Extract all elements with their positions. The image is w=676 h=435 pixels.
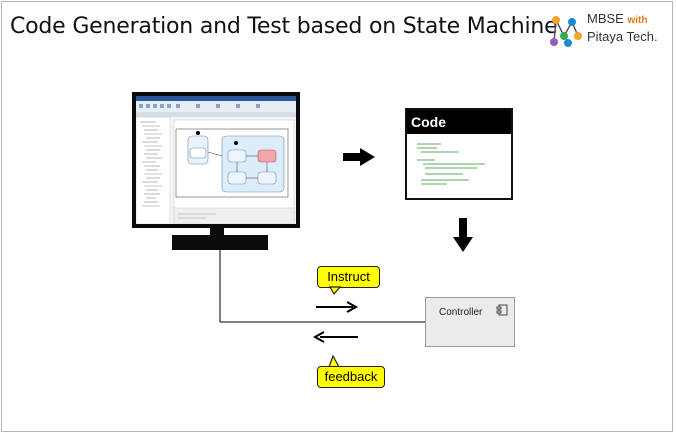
feedback-callout: feedback	[317, 366, 385, 388]
right-arrow-icon	[343, 148, 375, 166]
feedback-arrow	[312, 331, 358, 343]
code-panel-header: Code	[407, 110, 511, 134]
monitor-base	[172, 235, 268, 250]
logo-brand-line: MBSE with	[587, 11, 647, 26]
instruct-arrow	[316, 301, 359, 313]
monitor-stand	[210, 228, 224, 236]
logo-connector: with	[627, 15, 648, 26]
monitor-display	[132, 92, 300, 228]
logo-company: Pitaya Tech.	[587, 29, 658, 44]
down-arrow-icon	[453, 218, 473, 252]
mbse-network-logo-icon	[550, 16, 582, 47]
instruct-callout: Instruct	[317, 266, 380, 288]
code-panel: Code	[405, 108, 513, 200]
logo-brand: MBSE	[587, 11, 624, 26]
controller-label: Controller	[439, 307, 483, 318]
component-icon	[496, 304, 508, 316]
company-logo: MBSE with Pitaya Tech.	[548, 10, 668, 50]
generated-code-preview	[417, 143, 485, 185]
modeling-tool-screenshot	[136, 96, 296, 224]
controller-component: Controller	[425, 297, 515, 347]
state-machine-tool-image	[136, 96, 296, 224]
slide-title: Code Generation and Test based on State …	[10, 14, 558, 39]
